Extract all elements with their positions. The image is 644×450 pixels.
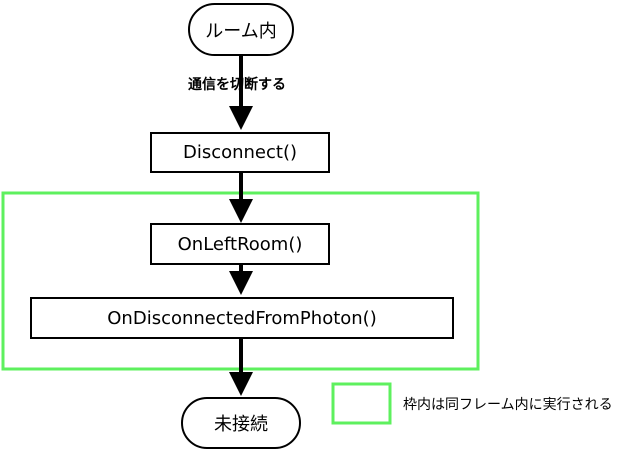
node-start-in-room: ルーム内 <box>188 3 294 56</box>
node-end-label: 未接続 <box>214 414 268 435</box>
node-disconnect: Disconnect() <box>150 132 330 173</box>
node-on-disconnected-from-photon: OnDisconnectedFromPhoton() <box>30 297 454 339</box>
node-start-label: ルーム内 <box>205 21 276 42</box>
node-on-disconnected-label: OnDisconnectedFromPhoton() <box>107 308 376 329</box>
legend-swatch <box>331 382 392 425</box>
node-end-not-connected: 未接続 <box>181 397 301 449</box>
legend-label: 枠内は同フレーム内に実行される <box>403 397 613 413</box>
node-on-left-room: OnLeftRoom() <box>150 223 330 265</box>
legend: 枠内は同フレーム内に実行される <box>331 382 613 425</box>
node-on-left-room-label: OnLeftRoom() <box>178 234 303 255</box>
node-disconnect-label: Disconnect() <box>183 142 297 163</box>
edge-label-disconnect-communication: 通信を切断する <box>188 76 286 93</box>
